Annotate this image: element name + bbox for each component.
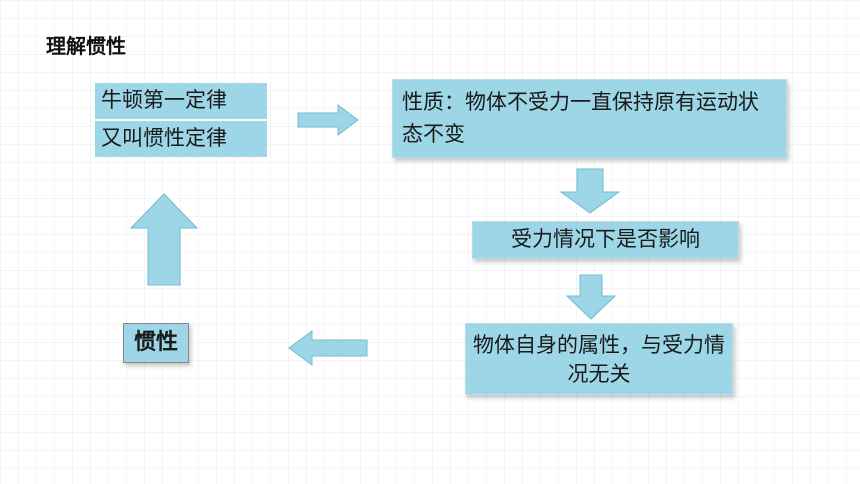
right-arrow-icon [297, 104, 359, 136]
newton-first-law-line1: 牛顿第一定律 [95, 83, 267, 119]
inertia-box: 惯性 [123, 323, 189, 363]
inertia-text: 惯性 [133, 330, 178, 355]
left-arrow-icon [288, 330, 368, 366]
property-text: 性质：物体不受力一直保持原有运动状态不变 [402, 90, 759, 146]
up-arrow-icon [130, 193, 198, 286]
intrinsic-property-text: 物体自身的属性，与受力情况无关 [473, 333, 725, 387]
newton-first-law-line2: 又叫惯性定律 [95, 121, 267, 157]
newton-first-law-line2-text: 又叫惯性定律 [101, 126, 227, 150]
force-question-box: 受力情况下是否影响 [472, 221, 739, 259]
page-title: 理解惯性 [46, 34, 126, 58]
force-question-text: 受力情况下是否影响 [511, 227, 700, 251]
newton-first-law-line1-text: 牛顿第一定律 [101, 88, 227, 112]
intrinsic-property-box: 物体自身的属性，与受力情况无关 [465, 323, 733, 395]
down-arrow-icon [566, 274, 616, 320]
property-box: 性质：物体不受力一直保持原有运动状态不变 [392, 79, 787, 158]
down-arrow-icon [560, 168, 620, 214]
